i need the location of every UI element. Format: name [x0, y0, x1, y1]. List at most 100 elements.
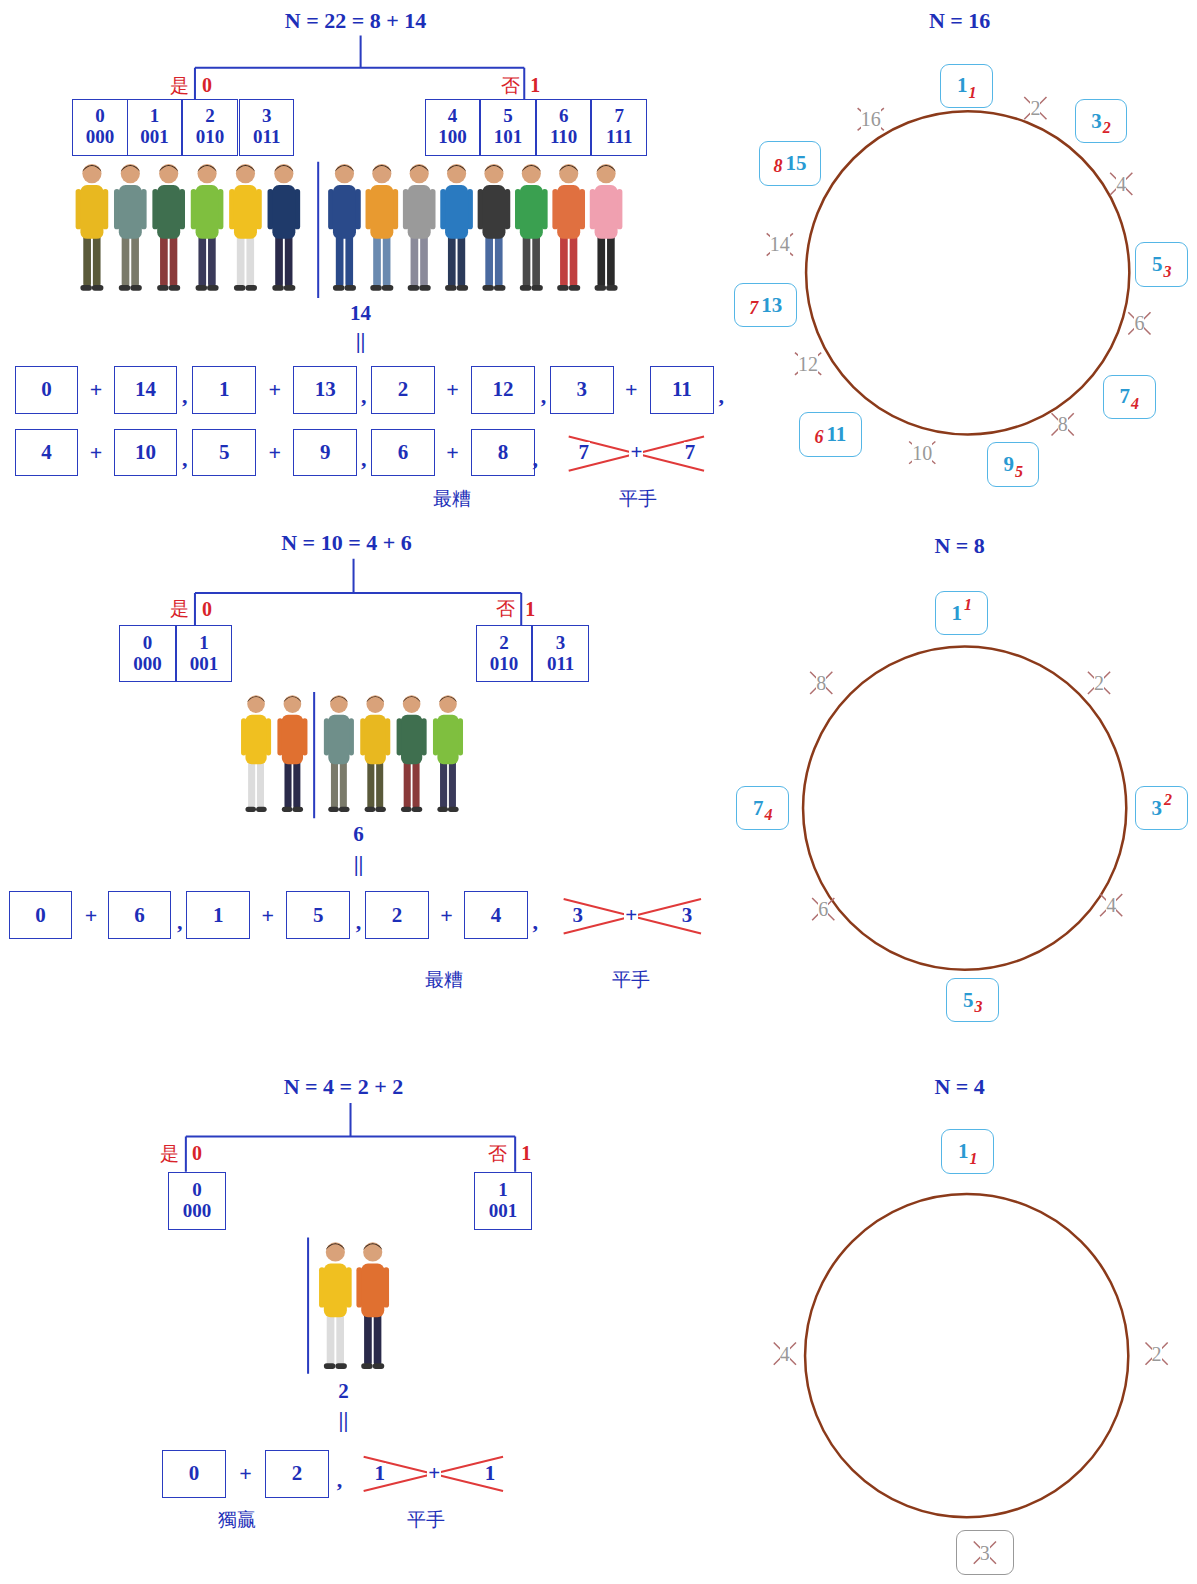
- box-number: 10: [135, 440, 156, 465]
- seat-box: 611: [799, 412, 862, 456]
- number-box: 6: [108, 891, 172, 938]
- order-number: 4: [1131, 395, 1139, 413]
- math-symbol: ,: [718, 383, 724, 408]
- math-symbol: +: [446, 377, 459, 402]
- branch-label: 否: [496, 598, 515, 620]
- person: [76, 164, 109, 291]
- person: [552, 164, 585, 291]
- panel-title: N = 4: [934, 1074, 984, 1099]
- binary-cell: 1001: [127, 99, 183, 156]
- seat-box: 11: [941, 1129, 994, 1173]
- removed-seat: 14: [770, 234, 790, 254]
- tree-bracket: [195, 35, 524, 99]
- binary-cell: 3011: [532, 625, 589, 682]
- branch-label: 否: [488, 1143, 507, 1165]
- binary-cell: 7111: [591, 99, 647, 156]
- binary-cell: 3011: [239, 99, 295, 156]
- box-number: 9: [320, 440, 331, 465]
- tie-pair: 1: [374, 1463, 387, 1484]
- removed-seat: 2: [1030, 98, 1040, 118]
- seat-number: 7: [1120, 384, 1131, 409]
- number-box: 2: [371, 366, 435, 413]
- round-table: [803, 111, 1129, 1517]
- seat-box: 32: [1135, 786, 1188, 830]
- removed-seat: 2: [1094, 673, 1104, 693]
- removed-seat: 10: [912, 443, 932, 463]
- binary-code: 110: [550, 127, 577, 148]
- binary-cell: 1001: [176, 625, 233, 682]
- box-number: 6: [134, 903, 145, 928]
- seat-number: 9: [1003, 452, 1014, 477]
- order-number: 1: [964, 596, 972, 614]
- removed-seat: 16: [861, 109, 881, 129]
- box-number: 2: [392, 903, 403, 928]
- number-box: 5: [192, 429, 256, 476]
- panel-title: N = 22 = 8 + 14: [285, 8, 427, 33]
- math-symbol: ,: [361, 446, 367, 471]
- number-box: 2: [265, 1450, 329, 1497]
- box-number: 0: [189, 1461, 200, 1486]
- number-box: 9: [293, 429, 357, 476]
- binary-code: 011: [547, 654, 574, 675]
- count-number: 14: [350, 301, 371, 325]
- binary-cell: 6110: [536, 99, 592, 156]
- order-number: 3: [974, 998, 982, 1016]
- seat-number: 1: [951, 601, 962, 626]
- seat-box: 32: [1075, 99, 1128, 143]
- note-label: 最糟: [433, 488, 471, 510]
- math-symbol: ,: [182, 446, 188, 471]
- seat-box: 11: [935, 591, 988, 635]
- number-box: 13: [293, 366, 357, 413]
- round-table: [805, 1194, 1128, 1517]
- binary-cell: 1001: [474, 1172, 532, 1231]
- cross-out: [364, 436, 704, 1491]
- binary-cell: 5101: [480, 99, 536, 156]
- seat-box: 74: [1103, 375, 1156, 419]
- box-number: 2: [398, 377, 409, 402]
- cell-number: 1: [150, 106, 160, 127]
- math-symbol: ,: [361, 383, 367, 408]
- people: [76, 164, 623, 1369]
- order-number: 8: [773, 156, 782, 177]
- note-label: 平手: [612, 969, 650, 991]
- seat-number: 3: [1151, 796, 1162, 821]
- binary-code: 101: [494, 127, 523, 148]
- removed-seat: 6: [1134, 313, 1144, 333]
- order-number: 5: [1015, 463, 1023, 481]
- box-number: 14: [135, 377, 156, 402]
- order-number: 7: [749, 298, 758, 319]
- number-box: 8: [471, 429, 535, 476]
- note-label: 獨贏: [218, 1509, 256, 1531]
- cross-out: [767, 97, 1151, 464]
- math-symbol: +: [90, 440, 103, 465]
- seat-box: 53: [946, 978, 999, 1022]
- binary-code: 000: [133, 654, 162, 675]
- branch-bit: 0: [192, 1142, 202, 1165]
- box-number: 5: [313, 903, 324, 928]
- seat-number: 5: [963, 988, 974, 1013]
- box-number: 2: [292, 1461, 303, 1486]
- number-box: 4: [464, 891, 528, 938]
- note-label: 平手: [407, 1509, 445, 1531]
- removed-seat: 8: [816, 673, 826, 693]
- box-number: 8: [498, 440, 509, 465]
- person: [114, 164, 147, 291]
- binary-cell: 0000: [168, 1172, 226, 1231]
- cell-number: 0: [143, 633, 153, 654]
- person: [324, 695, 354, 812]
- box-number: 4: [491, 903, 502, 928]
- cross-out: [564, 899, 701, 933]
- binary-code: 000: [183, 1201, 212, 1222]
- number-box: 12: [471, 366, 535, 413]
- cell-number: 1: [199, 633, 209, 654]
- person: [241, 695, 271, 812]
- number-box: 4: [15, 429, 79, 476]
- math-symbol: +: [625, 377, 638, 402]
- cross-out: [569, 436, 704, 470]
- person: [277, 695, 307, 812]
- order-number: 2: [1164, 791, 1172, 809]
- person: [360, 695, 390, 812]
- cell-number: 5: [503, 106, 513, 127]
- binary-code: 001: [489, 1201, 518, 1222]
